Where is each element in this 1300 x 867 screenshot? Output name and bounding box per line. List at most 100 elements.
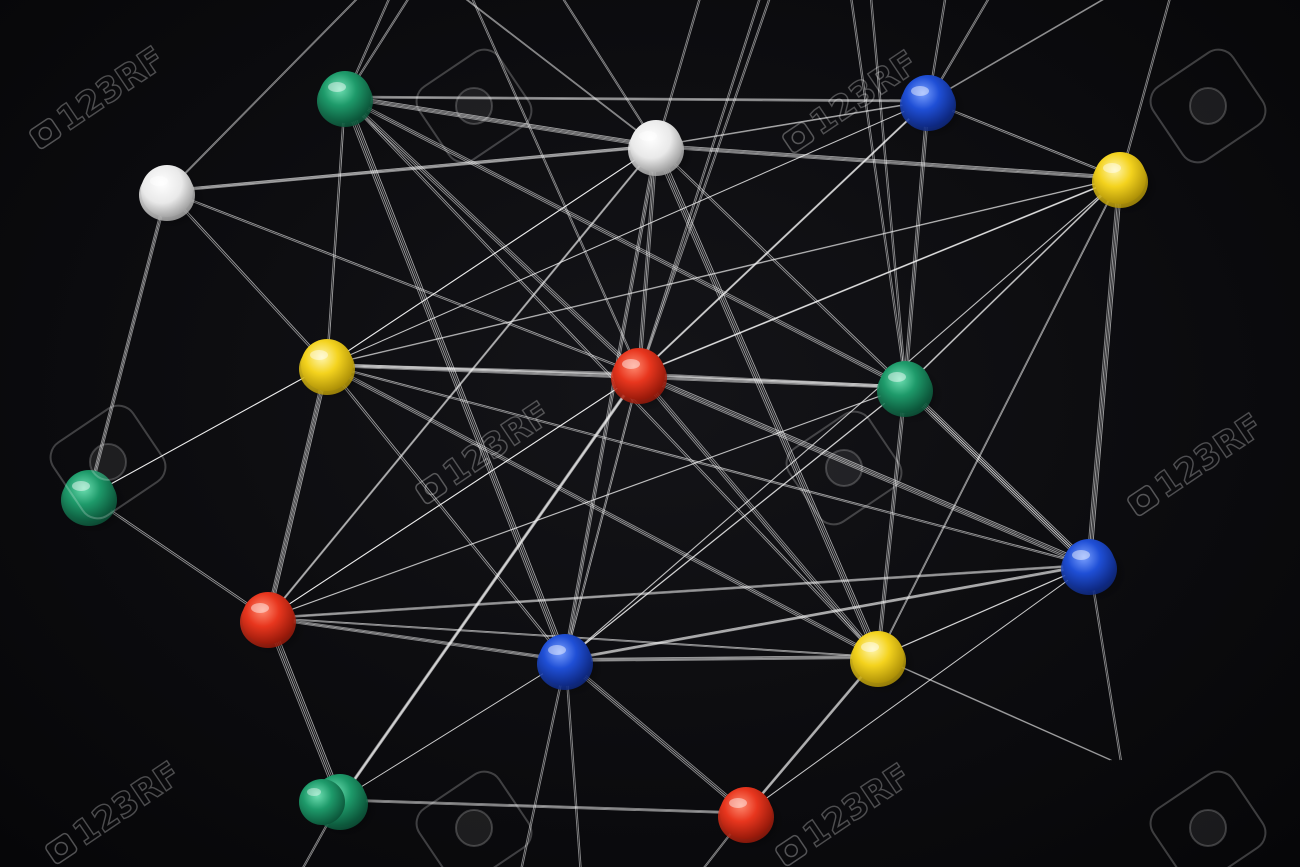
- string-line: [343, 97, 904, 389]
- string-line: [562, 146, 655, 662]
- string-line: [639, 373, 1090, 565]
- string-line: [344, 97, 656, 147]
- string-line: [565, 177, 1122, 660]
- string-line: [636, 146, 655, 375]
- watermark-label: 123RF: [50, 39, 172, 139]
- string-line: [877, 386, 906, 658]
- camera-icon: [415, 472, 448, 505]
- white-pushpin: [139, 165, 205, 228]
- watermark: 123RF: [415, 393, 559, 505]
- string-line: [875, 387, 904, 659]
- string-line: [327, 177, 1121, 365]
- string-line: [904, 100, 929, 388]
- watermark: 123RF: [45, 753, 189, 865]
- camera-icon: [782, 121, 815, 154]
- string-line: [746, 564, 1091, 813]
- string-line: [345, 96, 657, 146]
- string-line: [167, 190, 640, 374]
- string-line: [346, 95, 930, 101]
- string-line: [467, 0, 658, 147]
- string-line: [268, 364, 329, 618]
- string-line: [562, 657, 876, 662]
- camera-icon: [1149, 770, 1267, 867]
- string-line: [927, 0, 1103, 102]
- string-lines: [86, 0, 1171, 867]
- string-line: [267, 564, 1090, 619]
- string-line: [1119, 0, 1170, 179]
- string-line: [166, 0, 356, 192]
- string-line: [657, 144, 881, 656]
- string-line: [564, 657, 878, 661]
- string-line: [346, 95, 568, 659]
- string-line: [343, 97, 565, 661]
- yellow-pushpin: [1092, 152, 1158, 215]
- string-line: [166, 191, 639, 375]
- string-line: [325, 97, 345, 366]
- string-line: [268, 386, 906, 618]
- string-line: [91, 363, 330, 495]
- string-line: [169, 144, 659, 191]
- string-line: [269, 363, 330, 617]
- camera-icon: [415, 48, 533, 164]
- string-line: [905, 386, 1091, 565]
- blue-pushpin: [900, 75, 966, 138]
- string-line: [638, 374, 1089, 566]
- string-line: [346, 95, 641, 374]
- string-line: [929, 0, 1104, 102]
- string-line: [520, 659, 566, 867]
- watermark: 123RF: [1127, 405, 1271, 517]
- camera-icon: [49, 404, 167, 520]
- string-line: [338, 374, 639, 801]
- string-line: [471, 0, 640, 375]
- string-line: [269, 563, 1091, 618]
- string-line: [86, 191, 166, 498]
- string-line: [326, 365, 1089, 566]
- string-line: [265, 366, 326, 620]
- string-line: [638, 0, 759, 375]
- string-line: [327, 96, 347, 365]
- string-line: [566, 385, 907, 660]
- red-pushpin: [611, 348, 677, 411]
- camera-icon: [45, 832, 78, 865]
- string-line: [343, 97, 638, 376]
- string-line: [1086, 179, 1119, 567]
- string-line: [638, 145, 657, 375]
- string-line: [465, 0, 657, 147]
- watermark: 123RF: [29, 38, 173, 150]
- string-line: [342, 98, 564, 662]
- white-pushpin: [628, 120, 694, 183]
- watermark-label: 123RF: [1148, 406, 1270, 506]
- string-line: [327, 364, 567, 660]
- string-line: [1121, 0, 1171, 179]
- camera-icon: [785, 410, 903, 526]
- string-line: [903, 387, 1089, 566]
- yellow-pushpin: [850, 631, 916, 694]
- string-line: [338, 800, 745, 815]
- camera-icon: [1127, 484, 1160, 517]
- string-line: [337, 375, 637, 802]
- string-line: [640, 145, 659, 374]
- string-line: [329, 144, 659, 364]
- string-line: [877, 656, 1111, 761]
- string-line: [267, 145, 657, 619]
- string-line: [869, 0, 906, 388]
- string-line: [656, 145, 1121, 178]
- string-line: [850, 0, 906, 388]
- string-line: [564, 565, 1089, 661]
- string-line: [343, 97, 927, 103]
- string-line: [347, 95, 659, 146]
- string-line: [167, 145, 657, 191]
- string-line: [344, 96, 929, 102]
- red-pushpin: [718, 787, 784, 850]
- string-line: [871, 0, 907, 388]
- watermark: 123RF: [775, 755, 919, 867]
- watermark-label: 123RF: [66, 754, 188, 854]
- string-line: [641, 176, 1123, 373]
- string-line: [879, 563, 1091, 657]
- string-line: [879, 385, 908, 657]
- string-line: [326, 178, 1120, 366]
- string-line: [565, 656, 879, 660]
- string-line: [906, 176, 1122, 387]
- string-line: [266, 618, 564, 662]
